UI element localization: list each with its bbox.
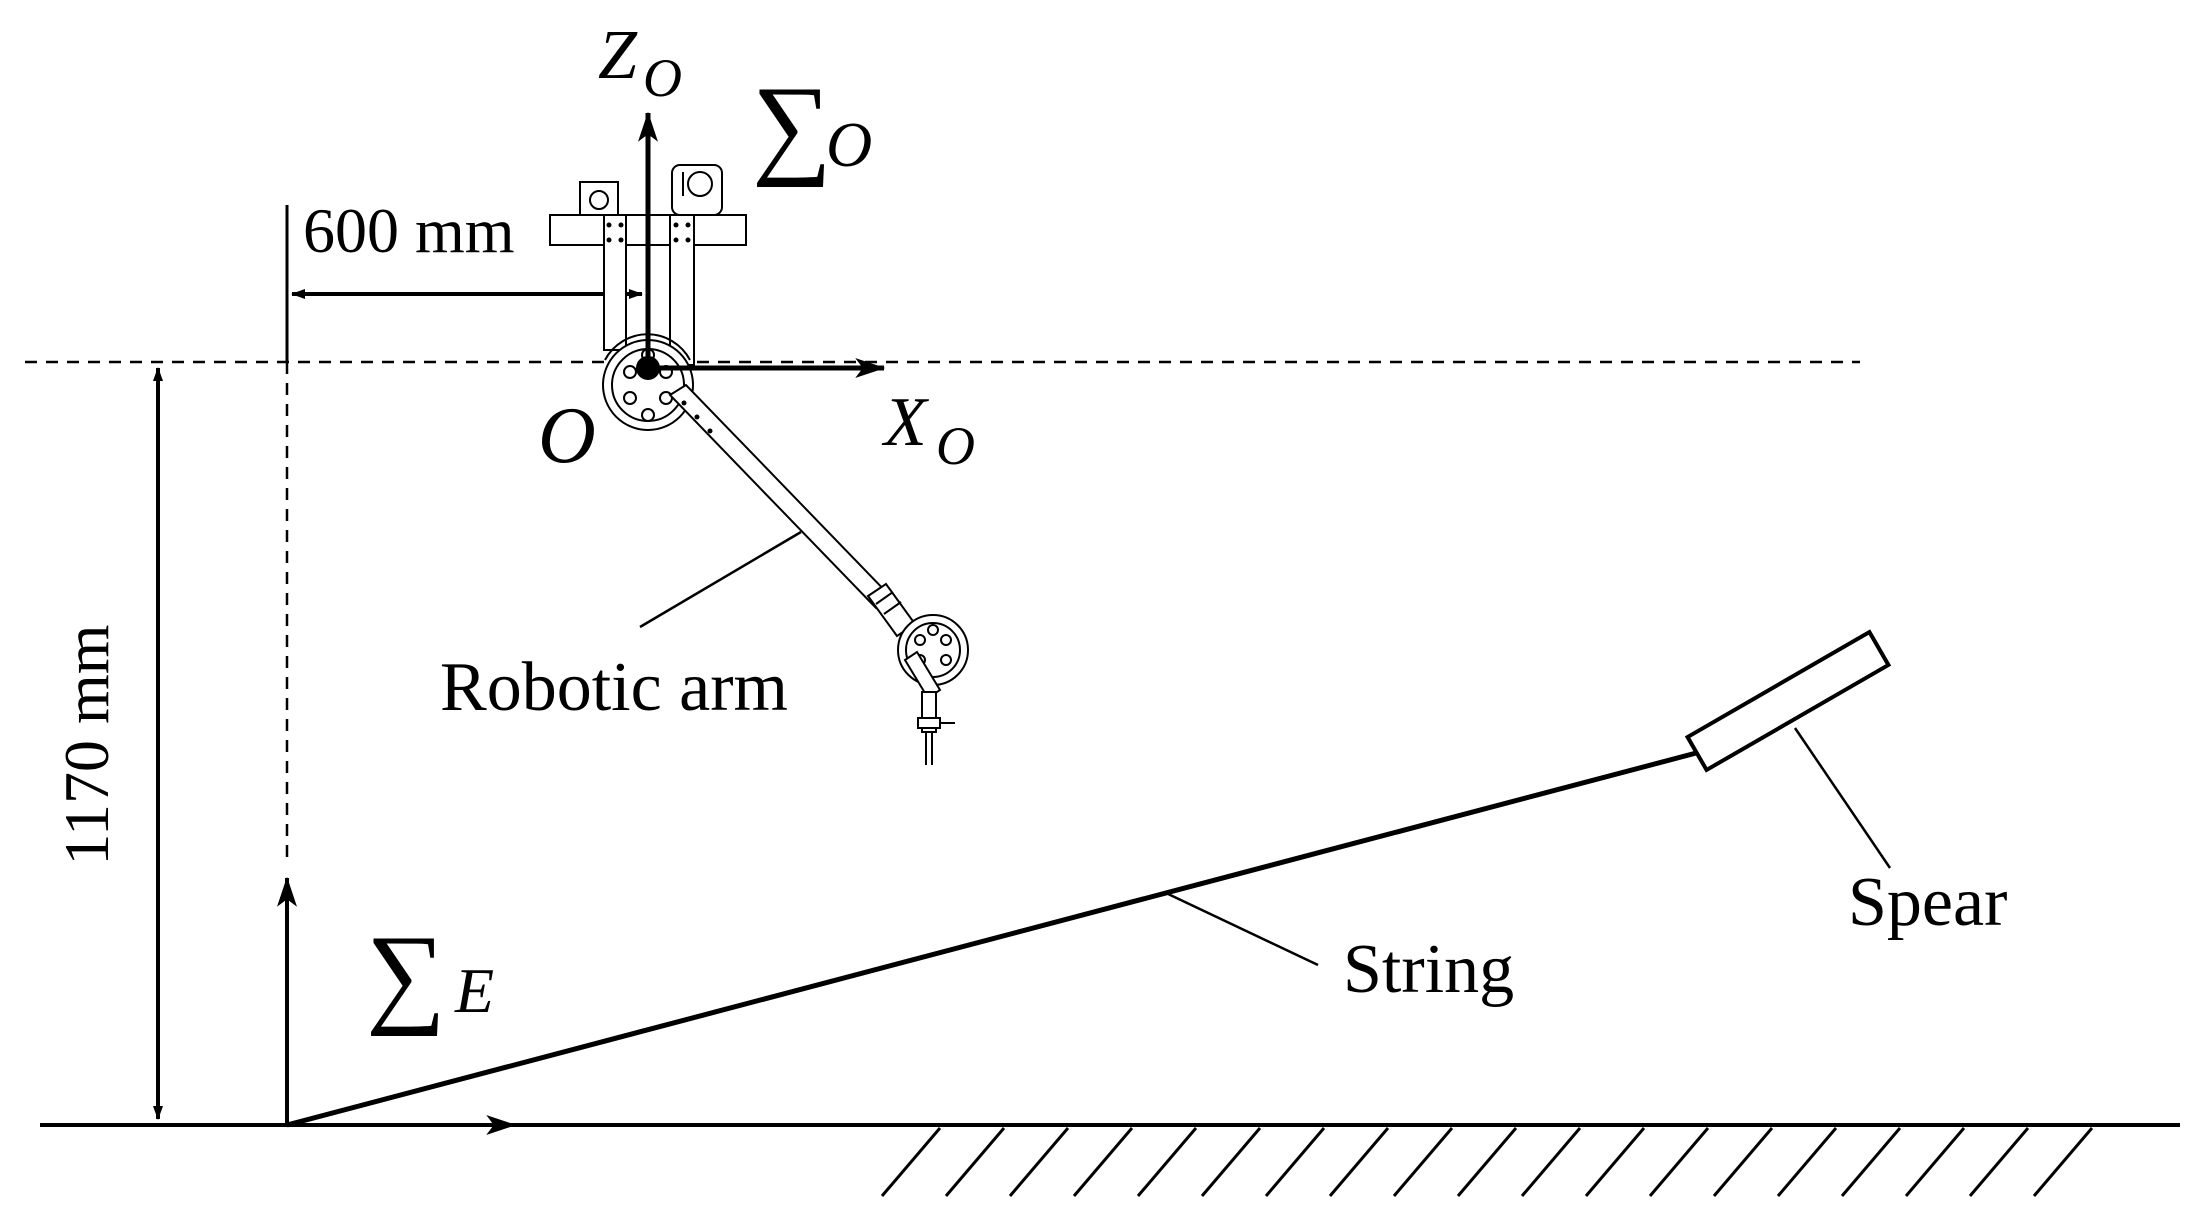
hatch-mark [1968, 1127, 2030, 1197]
hatch-mark [1904, 1127, 1966, 1197]
robotic-arm-leader-line [639, 530, 802, 629]
frame-o-subscript: O [826, 109, 872, 180]
x-axis-label: X [881, 384, 930, 461]
string: String [286, 749, 1701, 1128]
frame-e-subscript: E [454, 955, 494, 1026]
origin-point [636, 356, 660, 380]
dimension-1170: 1170 mm [51, 367, 163, 1120]
hatch-mark [1648, 1127, 1710, 1197]
hatch-mark [1264, 1127, 1326, 1197]
z-axis-label: Z [598, 17, 638, 94]
spear-label: Spear [1848, 864, 2007, 941]
hatch-mark [1008, 1127, 1070, 1197]
hatch-mark [1840, 1127, 1902, 1197]
hatch-mark [1456, 1127, 1518, 1197]
hatch-mark [1392, 1127, 1454, 1197]
spear: Spear [1684, 629, 2007, 941]
spear-leader-line [1793, 727, 1892, 869]
hatch-mark [1584, 1127, 1646, 1197]
dimension-600: 600 mm [285, 195, 643, 362]
robotic-arm-label: Robotic arm [440, 649, 788, 726]
hatch-mark [2032, 1127, 2094, 1197]
link-left [603, 214, 627, 351]
origin-label: O [538, 392, 596, 480]
dim-1170-label: 1170 mm [51, 624, 122, 865]
ground [40, 1123, 2180, 1197]
string-label: String [1343, 931, 1514, 1008]
string-leader-line [1165, 891, 1319, 967]
hatch-mark [1200, 1127, 1262, 1197]
hatch-mark [1136, 1127, 1198, 1197]
hatch-mark [1712, 1127, 1774, 1197]
robotic-arm [549, 164, 969, 765]
frame-o: O Z O X O ∑ O [538, 17, 975, 480]
hatch-mark [1072, 1127, 1134, 1197]
frame-e-sigma: ∑ [366, 913, 446, 1037]
hatch-mark [1520, 1127, 1582, 1197]
motor-left [579, 181, 619, 216]
hatch-mark [1328, 1127, 1390, 1197]
hatch-mark [944, 1127, 1006, 1197]
frame-e: ∑ E [277, 876, 517, 1135]
hatch-mark [1776, 1127, 1838, 1197]
dim-600-label: 600 mm [303, 195, 515, 266]
z-axis-subscript: O [643, 48, 682, 108]
arm-link [668, 383, 894, 610]
x-axis-subscript: O [936, 416, 975, 476]
ground-hatching [880, 1127, 2094, 1197]
frame-o-sigma: ∑ [752, 64, 832, 188]
reference-lines [25, 360, 1860, 860]
hatch-mark [880, 1127, 942, 1197]
